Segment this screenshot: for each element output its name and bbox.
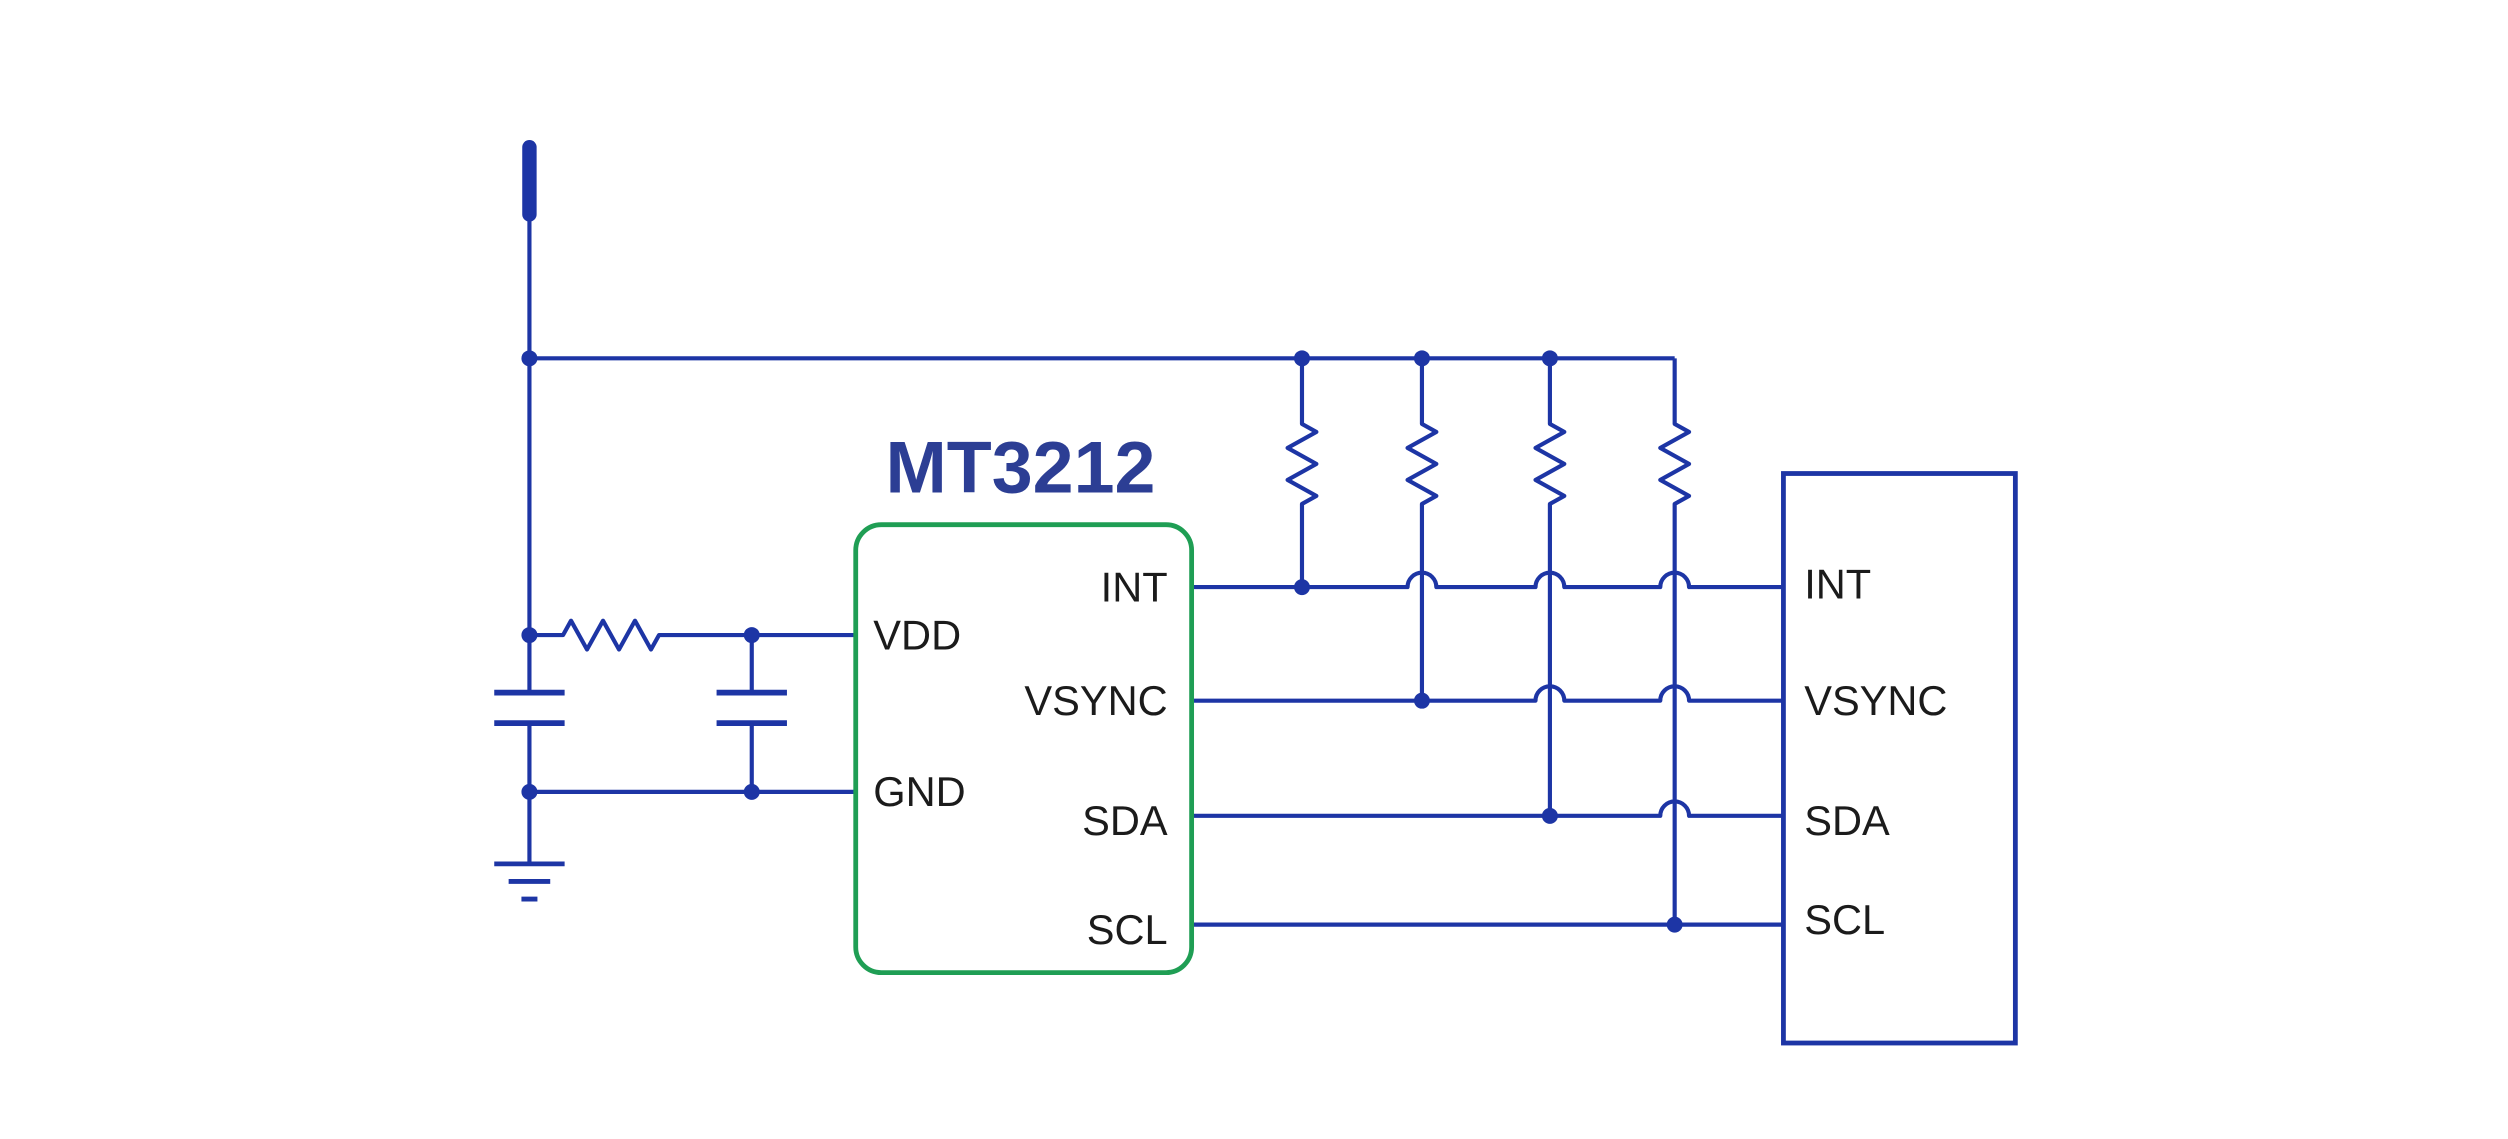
junction-dot [1413,350,1430,367]
mt3212-chip: MT3212 VDD GND INT VSYNC SDA SCL [853,426,1195,976]
pullup-resistors [1285,358,1692,925]
junction-dot [1666,916,1683,933]
earth-ground-icon [494,861,565,902]
capacitor-1-icon [494,689,565,792]
host-pin-label-scl: SCL [1804,896,1885,943]
junction-dot [1541,807,1558,824]
chip-pin-label-gnd: GND [873,768,965,815]
pullup-resistor-vsync-icon [1405,358,1439,701]
chip-pin-label-sda: SDA [1082,797,1168,844]
junction-dot [1293,579,1310,596]
pullup-resistor-int-icon [1285,358,1319,588]
junction-dot [1541,350,1558,367]
left-supply-branch [527,358,856,693]
host-body [1781,471,2018,1046]
signal-wires [1191,570,1784,927]
pullup-resistor-scl-icon [1658,358,1692,925]
chip-body [853,522,1195,976]
host-pin-label-vsync: VSYNC [1804,677,1947,724]
sda-wire [1191,799,1784,818]
chip-pin-label-vdd: VDD [873,611,961,658]
host-pin-label-int: INT [1804,560,1871,607]
junction-dots [521,350,1683,933]
chip-pin-label-scl: SCL [1087,906,1168,953]
host-block: INT VSYNC SDA SCL [1781,471,2018,1046]
capacitor-2-icon [716,635,787,792]
pullup-resistor-sda-icon [1533,358,1567,816]
junction-dot [1293,350,1310,367]
chip-pin-label-int: INT [1101,563,1168,610]
ground-net [494,789,856,902]
int-wire [1191,570,1784,590]
chip-pin-label-vsync: VSYNC [1024,677,1167,724]
junction-dot [1413,692,1430,709]
junction-dot [743,783,760,800]
series-resistor-icon [529,618,856,652]
vsync-wire [1191,684,1784,703]
junction-dot [521,783,538,800]
chip-title: MT3212 [886,426,1156,509]
junction-dot [743,627,760,644]
junction-dot [521,627,538,644]
host-pin-label-sda: SDA [1804,797,1890,844]
junction-dot [521,350,538,367]
